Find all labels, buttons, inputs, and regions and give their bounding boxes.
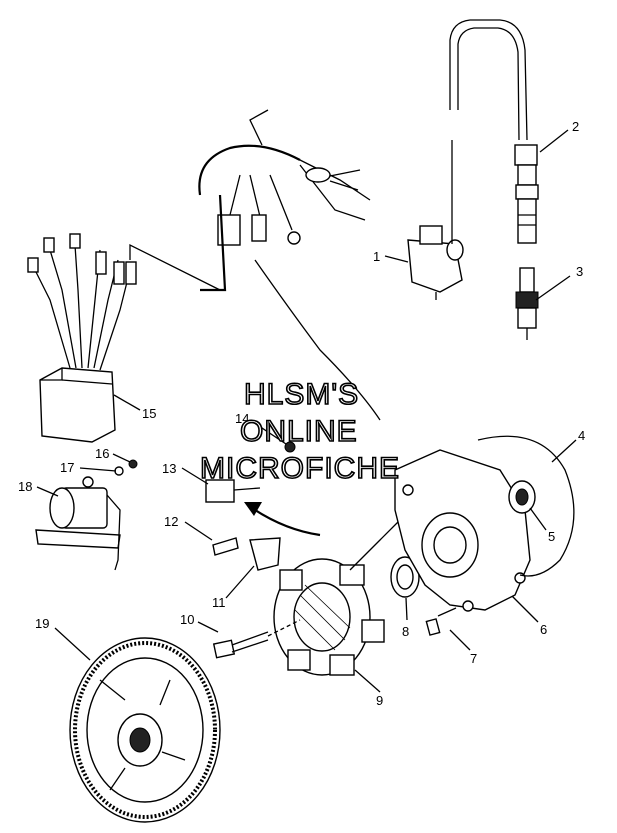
spark-plug-part bbox=[515, 267, 539, 340]
callout-14: 14 bbox=[235, 411, 249, 426]
cdi-module-part bbox=[27, 233, 221, 443]
callout-17: 17 bbox=[60, 460, 74, 475]
bolt-part bbox=[212, 619, 301, 659]
callout-2: 2 bbox=[572, 119, 579, 134]
callout-10: 10 bbox=[180, 612, 194, 627]
callout-11: 11 bbox=[212, 595, 226, 610]
callout-6: 6 bbox=[540, 622, 547, 637]
callout-9: 9 bbox=[376, 693, 383, 708]
starter-solenoid-part bbox=[35, 476, 121, 571]
watermark-line-1: HLSM'S bbox=[244, 378, 359, 411]
seal-part bbox=[508, 480, 536, 514]
magneto-housing-part bbox=[394, 449, 531, 612]
callout-16: 16 bbox=[95, 446, 109, 461]
gasket-part bbox=[477, 435, 575, 577]
callout-4: 4 bbox=[578, 428, 585, 443]
bracket-and-bolt-part bbox=[212, 537, 281, 571]
leader-lines bbox=[36, 129, 577, 693]
callout-3: 3 bbox=[576, 264, 583, 279]
flywheel-part bbox=[69, 637, 221, 823]
callout-12: 12 bbox=[164, 514, 178, 529]
nut-and-washer-part bbox=[114, 459, 138, 476]
wiring-harness-part bbox=[198, 109, 381, 421]
callout-1: 1 bbox=[373, 249, 380, 264]
callout-labels: 1 2 3 4 5 6 7 8 9 10 11 12 13 14 15 16 1… bbox=[18, 119, 585, 708]
pickup-coil-part bbox=[205, 441, 296, 503]
direction-arrow bbox=[244, 502, 321, 537]
watermark-line-3: MICROFICHE bbox=[200, 452, 400, 485]
callout-13: 13 bbox=[162, 461, 176, 476]
callout-7: 7 bbox=[470, 651, 477, 666]
ignition-coil-part bbox=[407, 140, 464, 300]
callout-18: 18 bbox=[18, 479, 32, 494]
callout-15: 15 bbox=[142, 406, 156, 421]
callout-5: 5 bbox=[548, 529, 555, 544]
screw-part bbox=[425, 607, 457, 636]
stator-part bbox=[273, 519, 401, 676]
watermark-line-2: ONLINE bbox=[240, 415, 358, 448]
watermark: HLSM'S ONLINE MICROFICHE bbox=[199, 377, 400, 486]
spark-plug-cap-part bbox=[449, 19, 539, 244]
callout-8: 8 bbox=[402, 624, 409, 639]
callout-19: 19 bbox=[35, 616, 49, 631]
oil-seal-part bbox=[390, 556, 420, 598]
